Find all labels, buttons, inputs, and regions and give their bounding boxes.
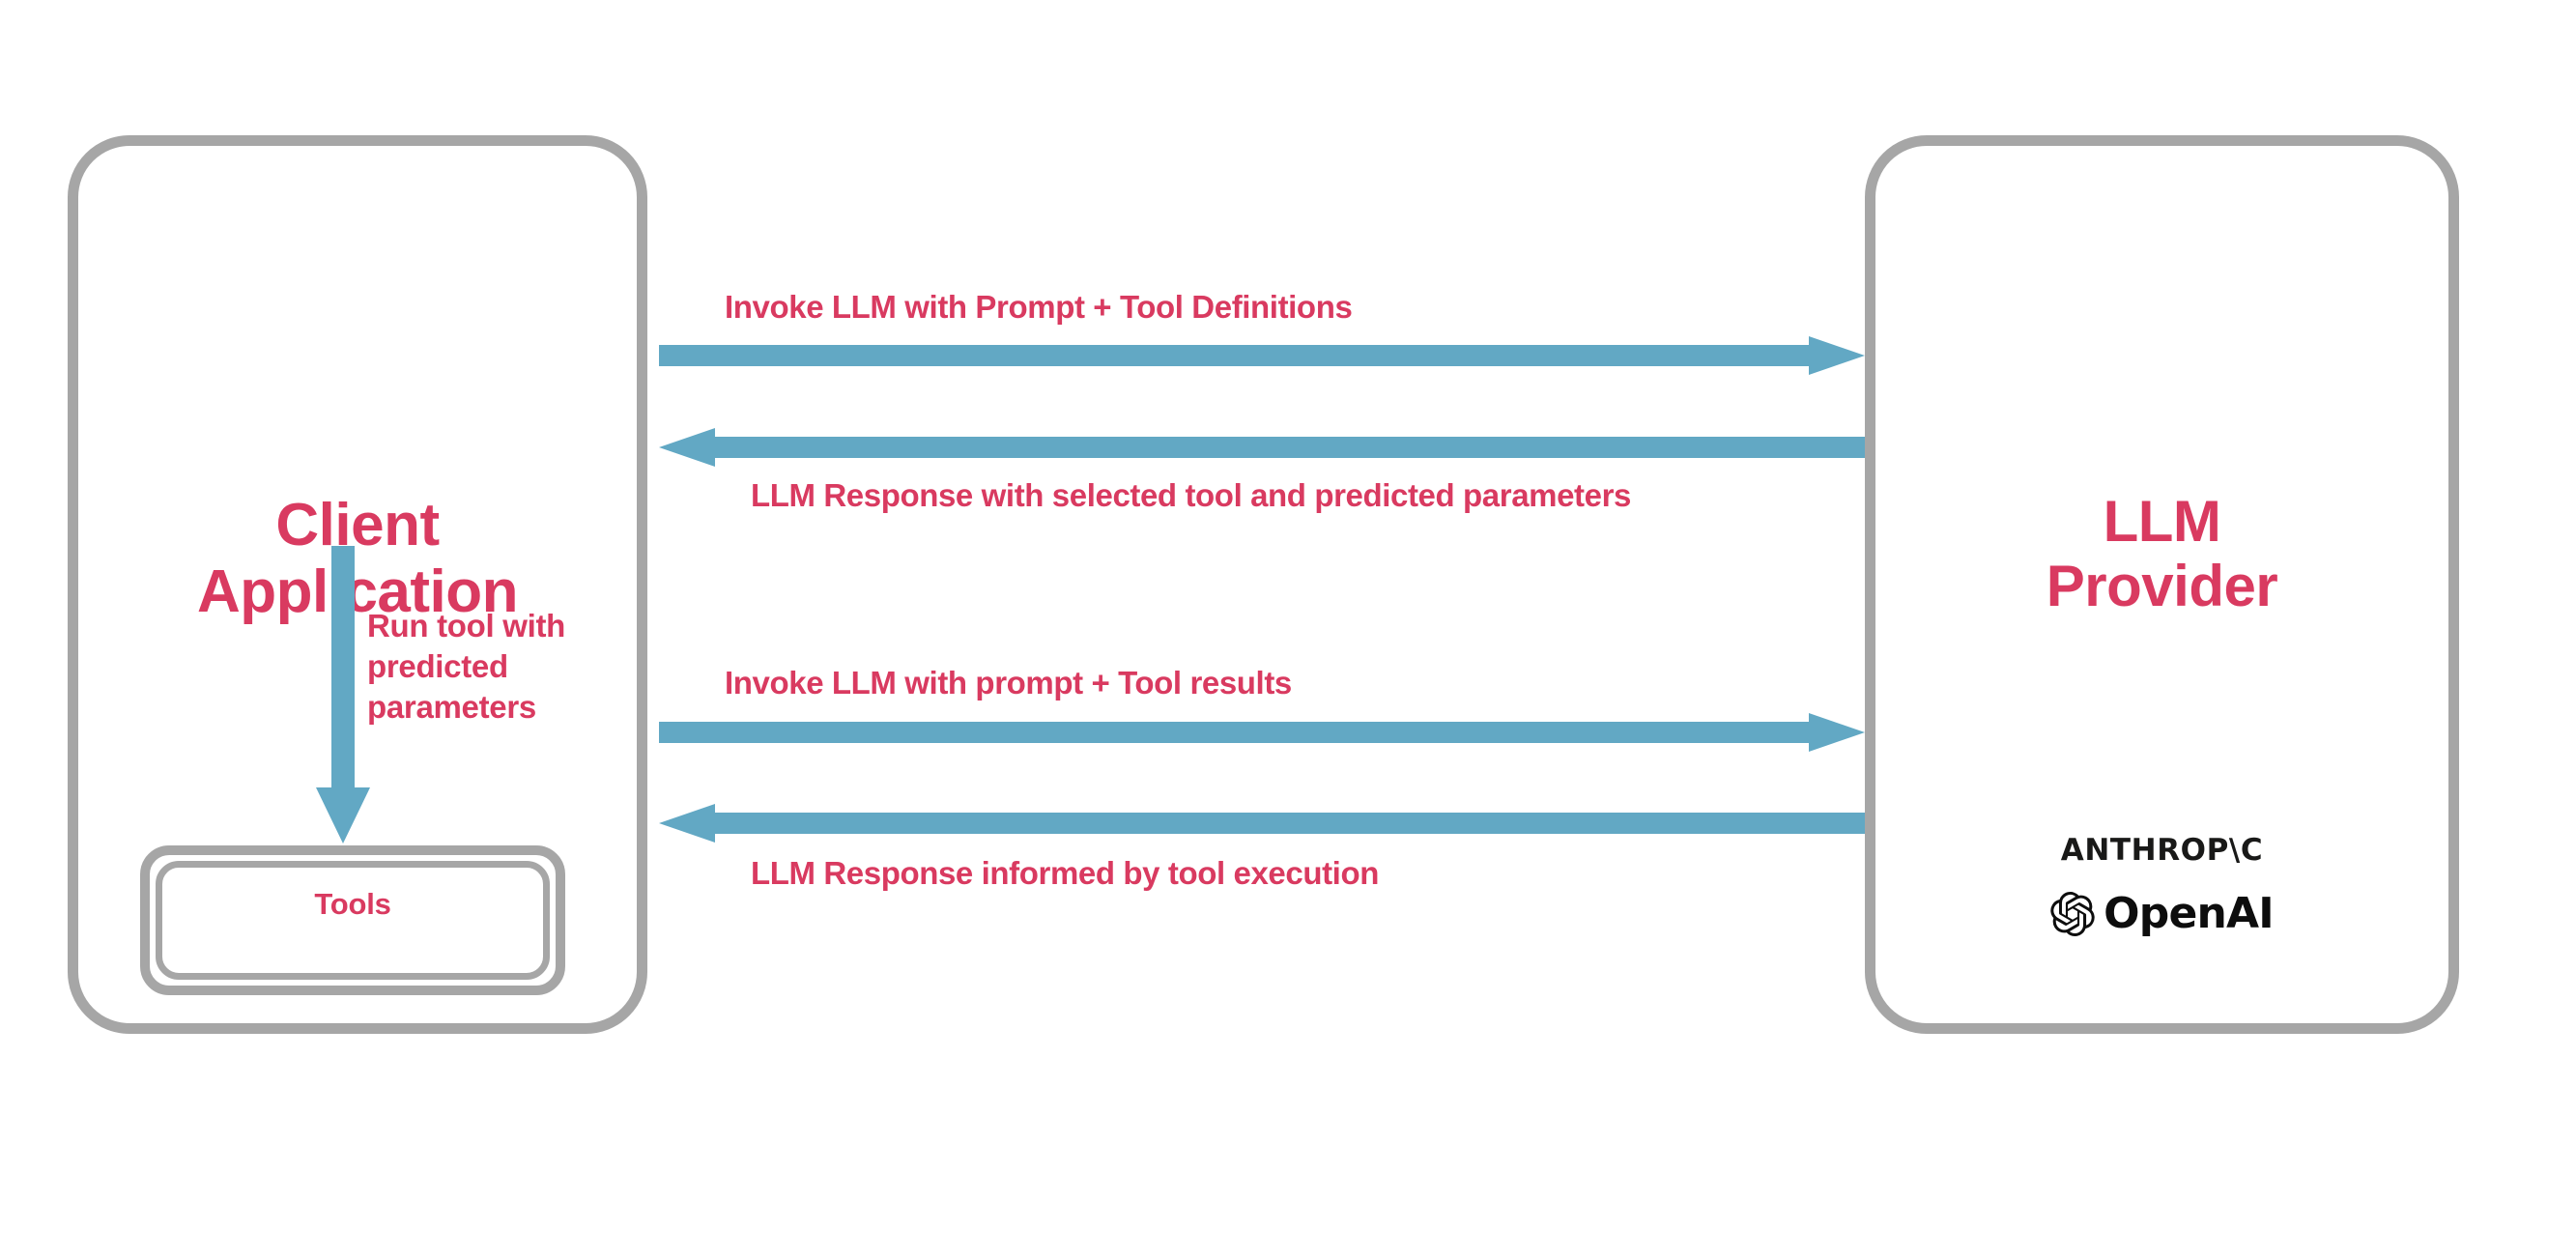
run-tool-arrow bbox=[314, 546, 372, 845]
vendor-logos-group: ANTHROP\C OpenAI bbox=[1865, 833, 2459, 938]
invoke-llm-tool-results-label: Invoke LLM with prompt + Tool results bbox=[725, 665, 1292, 700]
run-tool-arrow-label: Run tool with predicted parameters bbox=[367, 608, 566, 726]
llm-provider-box[interactable]: LLM Provider bbox=[1865, 135, 2459, 1034]
openai-mark-icon bbox=[2050, 891, 2095, 936]
tools-label: Tools bbox=[314, 887, 391, 921]
tools-box[interactable]: Tools bbox=[140, 845, 565, 995]
invoke-llm-prompt-tools-label: Invoke LLM with Prompt + Tool Definition… bbox=[725, 289, 1353, 325]
openai-wordmark: OpenAI bbox=[2104, 889, 2275, 938]
llm-response-tool-execution-arrow bbox=[659, 804, 1865, 843]
tools-box-inner-outline: Tools bbox=[156, 861, 550, 980]
invoke-llm-prompt-tools-arrow bbox=[659, 336, 1865, 375]
llm-response-selected-tool-arrow bbox=[659, 428, 1865, 467]
client-application-title: Client Application bbox=[196, 492, 519, 626]
llm-response-tool-execution-label: LLM Response informed by tool execution bbox=[751, 855, 1379, 891]
invoke-llm-tool-results-arrow bbox=[659, 713, 1865, 752]
anthropic-logo: ANTHROP\C bbox=[2060, 833, 2264, 868]
openai-logo: OpenAI bbox=[1865, 889, 2459, 938]
llm-provider-title: LLM Provider bbox=[2046, 489, 2278, 619]
llm-response-selected-tool-label: LLM Response with selected tool and pred… bbox=[751, 477, 1631, 513]
